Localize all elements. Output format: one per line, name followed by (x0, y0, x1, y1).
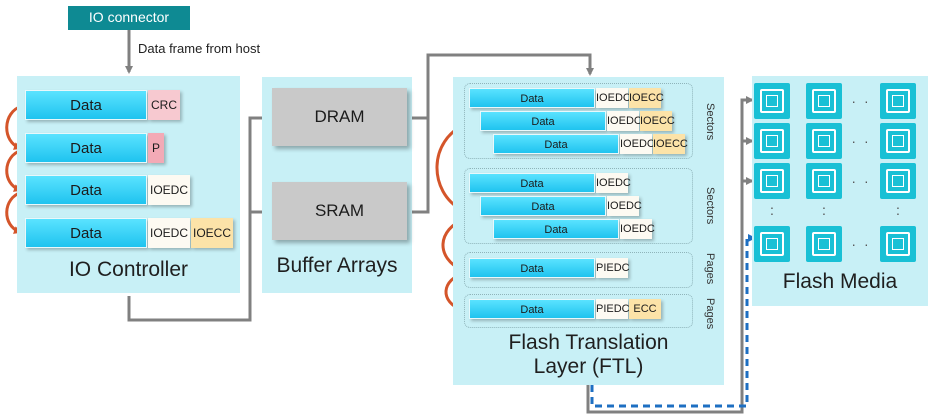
ellipsis-icon: · · (851, 236, 871, 252)
frame-label: Data frame from host (138, 41, 261, 56)
flash-chip-icon (880, 163, 916, 199)
flash-chip-icon (880, 226, 916, 262)
io-connector-box: IO connector (68, 6, 190, 30)
ftl-data-bar: Data (493, 219, 619, 239)
sram-block: SRAM (272, 182, 407, 240)
sectors-label: Sectors (704, 103, 716, 141)
ftl-title-line2: Layer (FTL) (533, 355, 644, 378)
ftl-data-bar: Data (469, 258, 595, 278)
ellipsis-icon: · · (851, 93, 871, 109)
arrow-sram-join (407, 118, 430, 214)
io-data-bar: Data (25, 90, 147, 120)
io-data-bar: Data (25, 218, 147, 248)
ftl-data-bar: Data (480, 111, 606, 131)
ioedc-tag: IOEDC (596, 88, 631, 108)
flash-media-title: Flash Media (782, 270, 898, 293)
ftl-title-line1: Flash Translation (508, 331, 669, 354)
flash-chip-icon (806, 163, 842, 199)
ftl-sector-group (464, 83, 693, 159)
io-connector-label: IO connector (88, 9, 170, 25)
flash-chip-icon (806, 83, 842, 119)
pages-label: Pages (704, 298, 716, 330)
ioedc-tag: IOEDC (148, 175, 190, 205)
vertical-ellipsis-icon: ·· (769, 199, 775, 221)
sectors-label: Sectors (704, 187, 716, 225)
ftl-data-bar: Data (469, 173, 595, 193)
ioedc-tag: IOEDC (607, 111, 642, 131)
flash-chip-icon (754, 163, 790, 199)
flash-chip-icon (880, 83, 916, 119)
ioecc-tag: IOECC (191, 218, 233, 248)
buffer-arrays-title: Buffer Arrays (276, 254, 398, 277)
ioedc-tag: IOEDC (620, 134, 655, 154)
io-data-bar: Data (25, 175, 147, 205)
arrow-controller-to-buffer (127, 114, 270, 322)
ftl-data-bar: Data (480, 196, 606, 216)
io-controller-title: IO Controller (68, 258, 189, 281)
ftl-page-group (464, 294, 693, 328)
ftl-title: Flash Translation Layer (FTL) (453, 331, 724, 379)
pages-label: Pages (704, 253, 716, 285)
vertical-ellipsis-icon: ·· (895, 199, 901, 221)
dram-block: DRAM (272, 88, 407, 146)
ecc-tag: ECC (629, 299, 661, 319)
ellipsis-icon: · · (851, 133, 871, 149)
ioedc-tag: IOEDC (607, 196, 642, 216)
ioedc-tag: IOEDC (148, 218, 190, 248)
flash-chip-icon (806, 123, 842, 159)
ioedc-tag: IOEDC (620, 219, 655, 239)
crc-tag: CRC (148, 90, 180, 120)
flash-chip-icon (754, 83, 790, 119)
parity-tag: P (148, 133, 164, 163)
ellipsis-icon: · · (851, 173, 871, 189)
arrow-ftl-to-flash (586, 96, 754, 414)
flash-chip-icon (754, 226, 790, 262)
arrow-flash-readback (590, 234, 756, 408)
ioecc-tag: IOECC (640, 111, 675, 131)
flash-chip-icon (880, 123, 916, 159)
ioecc-tag: IOECC (629, 88, 664, 108)
ftl-data-bar: Data (493, 134, 619, 154)
ioedc-tag: IOEDC (596, 173, 631, 193)
vertical-ellipsis-icon: ·· (821, 199, 827, 221)
arrow-buffer-to-ftl (407, 53, 594, 120)
ftl-page-group (464, 252, 693, 288)
ftl-sector-group (464, 168, 693, 244)
piedc-tag: PIEDC (596, 299, 630, 319)
piedc-tag: PIEDC (596, 258, 630, 278)
ftl-data-bar: Data (469, 88, 595, 108)
flash-chip-icon (806, 226, 842, 262)
ftl-data-bar: Data (469, 299, 595, 319)
ioecc-tag: IOECC (653, 134, 688, 154)
io-data-bar: Data (25, 133, 147, 163)
flash-chip-icon (754, 123, 790, 159)
